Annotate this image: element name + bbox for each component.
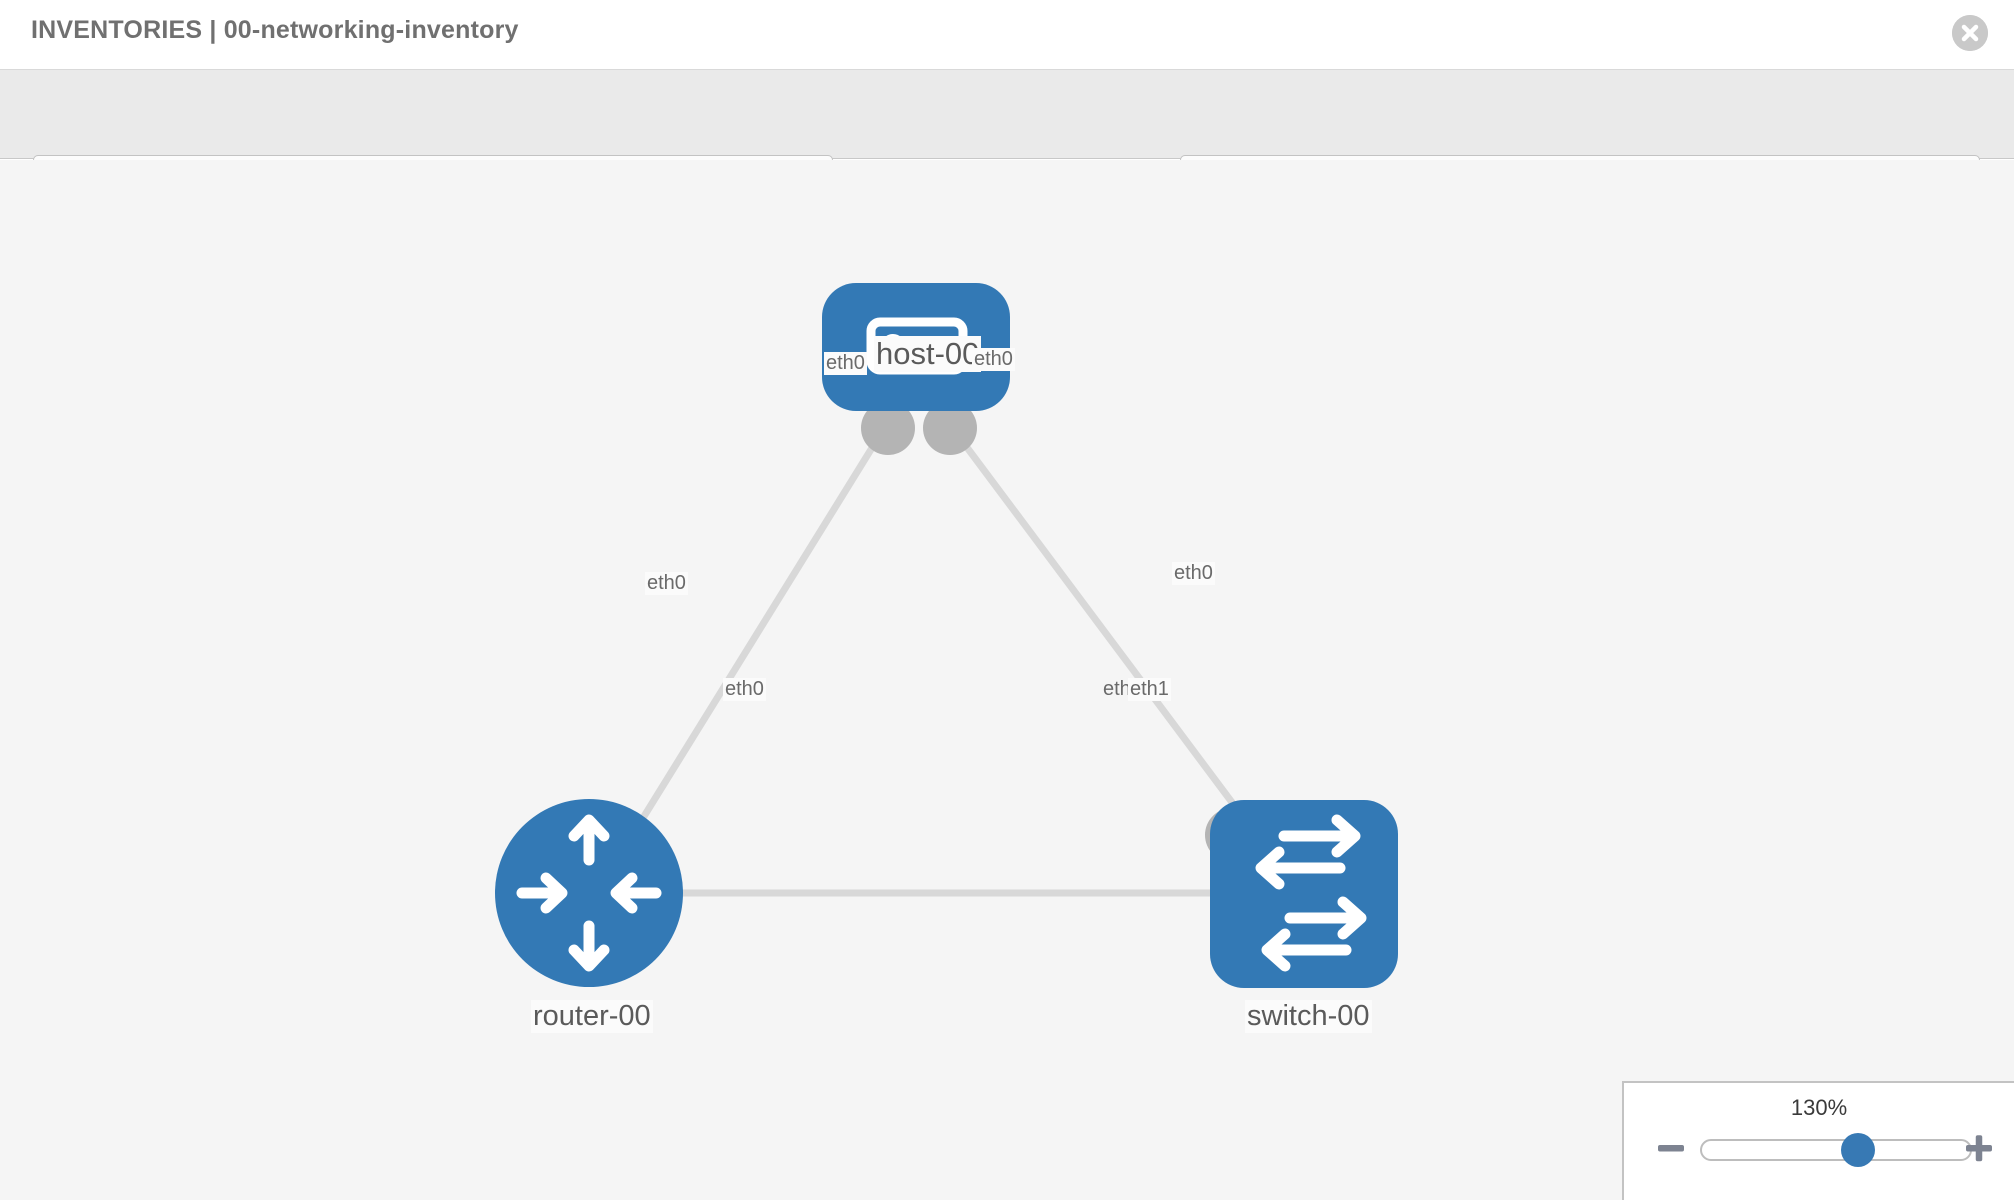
edge-label-host00-eth0-left: eth0 — [824, 352, 867, 375]
stub-host00-eth0-right — [923, 401, 977, 455]
zoom-level-label: 130% — [1790, 1095, 1848, 1120]
router-arrows-icon — [516, 814, 662, 972]
link-host00-router00 — [614, 420, 891, 862]
edge-label-router00-eth0-uplink: eth0 — [645, 572, 688, 595]
close-icon[interactable] — [1952, 15, 1988, 51]
node-label-router-00: router-00 — [531, 1000, 653, 1033]
node-switch-00 — [1210, 800, 1398, 988]
toolbar: ACTIONS SEARCH — [0, 70, 2014, 207]
edge-label-switch00-eth1: eth1 — [1128, 678, 1171, 701]
switch-arrows-icon — [1255, 814, 1367, 972]
topology-canvas[interactable]: host-00 router-00 switch-00 eth0 eth0 et… — [0, 160, 2014, 1200]
zoom-slider-thumb[interactable] — [1841, 1133, 1875, 1167]
edge-label-switch00-eth0-uplink: eth0 — [1172, 562, 1215, 585]
interface-stubs-layer — [595, 401, 1260, 918]
zoom-out-button[interactable] — [1656, 1133, 1686, 1163]
stub-host00-eth0-left — [861, 401, 915, 455]
node-label-switch-00: switch-00 — [1245, 1000, 1372, 1033]
edge-label-host00-eth0-right: eth0 — [972, 348, 1015, 371]
edge-label-switch00-eth-overlapped: eth — [1103, 678, 1131, 700]
zoom-control-panel: 130% — [1622, 1081, 2014, 1200]
zoom-in-button[interactable] — [1964, 1133, 1994, 1163]
link-host00-switch00 — [945, 419, 1278, 863]
node-router-00 — [495, 799, 683, 987]
page-title: INVENTORIES | 00-networking-inventory — [31, 16, 519, 44]
page-header: INVENTORIES | 00-networking-inventory — [0, 0, 2014, 70]
edge-label-router00-eth0: eth0 — [723, 678, 766, 701]
links-layer — [614, 419, 1278, 897]
zoom-slider[interactable] — [1700, 1139, 1972, 1161]
topology-svg — [495, 283, 1398, 988]
node-label-host-00: host-00 — [874, 336, 982, 372]
